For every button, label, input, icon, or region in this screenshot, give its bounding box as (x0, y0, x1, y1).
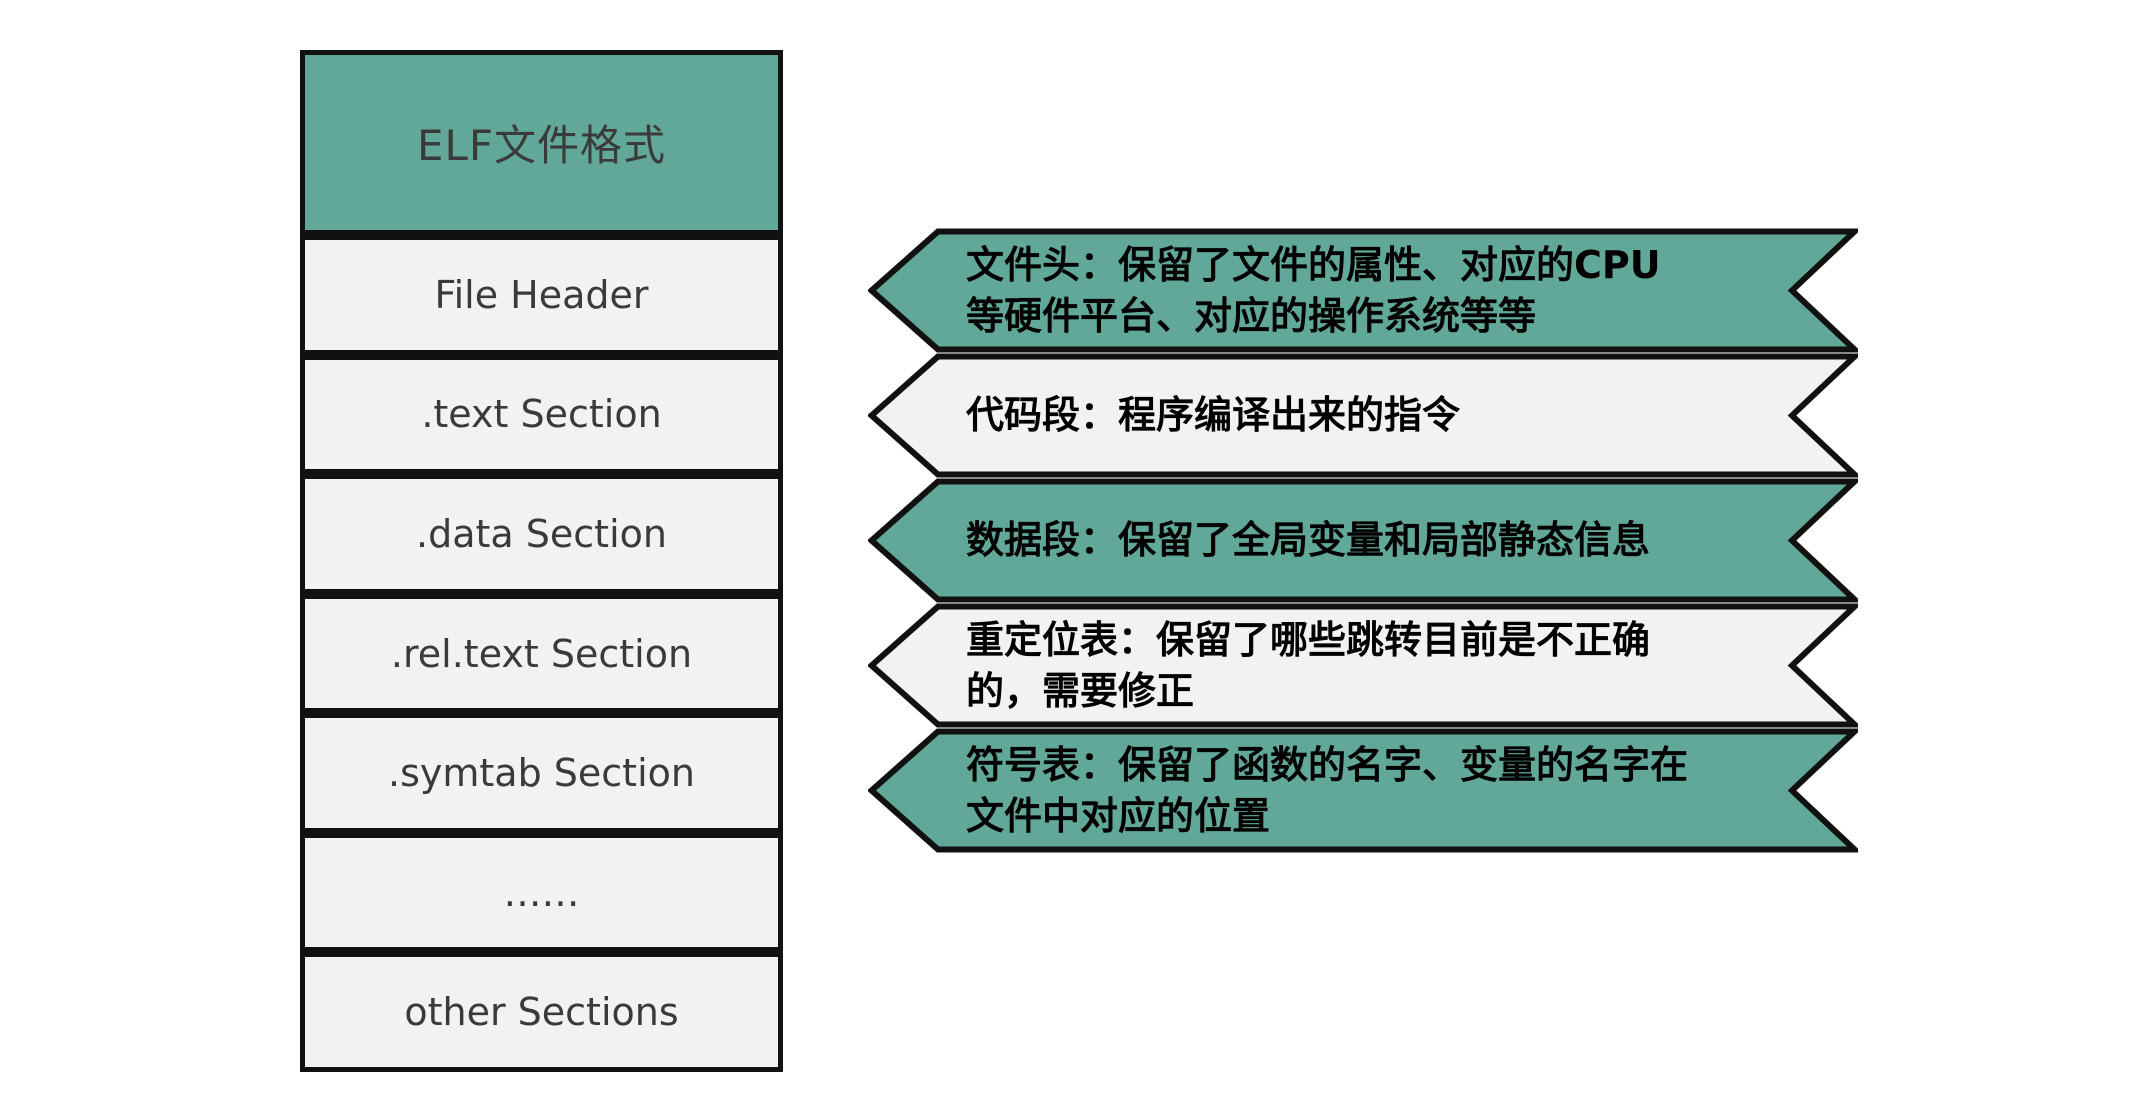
stack-row-label: .symtab Section (388, 751, 695, 796)
callout-banner-3: 重定位表：保留了哪些跳转目前是不正确的，需要修正 (868, 603, 1858, 728)
stack-row-3: .rel.text Section (300, 593, 783, 714)
callout-banner-0: 文件头：保留了文件的属性、对应的CPU 等硬件平台、对应的操作系统等等 (868, 228, 1858, 353)
banner-column: 文件头：保留了文件的属性、对应的CPU 等硬件平台、对应的操作系统等等代码段：程序… (868, 228, 1858, 853)
banner-line: 数据段：保留了全局变量和局部静态信息 (966, 518, 1651, 563)
stack-row-4: .symtab Section (300, 713, 783, 833)
banner-line: 的，需要修正 (966, 668, 1195, 713)
callout-banner-1: 代码段：程序编译出来的指令 (868, 353, 1858, 478)
stack-header-label: ELF文件格式 (416, 121, 667, 170)
stack-row-label: …… (503, 870, 580, 915)
banner-line: 文件中对应的位置 (966, 793, 1271, 838)
banner-line: 等硬件平台、对应的操作系统等等 (966, 293, 1537, 338)
banner-ribbon-shape (868, 228, 1858, 353)
stack-row-label: .rel.text Section (390, 631, 693, 676)
stack-row-label: .data Section (416, 511, 667, 556)
stack-row-label: File Header (434, 272, 649, 317)
banner-text: 文件头：保留了文件的属性、对应的CPU 等硬件平台、对应的操作系统等等 (868, 228, 1858, 353)
stack-row-2: .data Section (300, 474, 783, 594)
stack-row-0: File Header (300, 235, 783, 355)
banner-text: 重定位表：保留了哪些跳转目前是不正确的，需要修正 (868, 603, 1858, 728)
stack-row-6: other Sections (300, 952, 783, 1073)
stack-row-label: other Sections (404, 990, 679, 1035)
banner-line: 重定位表：保留了哪些跳转目前是不正确 (966, 618, 1651, 663)
banner-text: 数据段：保留了全局变量和局部静态信息 (868, 478, 1858, 603)
banner-line: 文件头：保留了文件的属性、对应的CPU (966, 243, 1661, 288)
elf-stack: ELF文件格式 File Header .text Section .data Se… (300, 50, 783, 1073)
stack-row-label: .text Section (421, 392, 662, 437)
banner-text: 代码段：程序编译出来的指令 (868, 353, 1858, 478)
banner-text: 符号表：保留了函数的名字、变量的名字在文件中对应的位置 (868, 728, 1858, 853)
banner-ribbon-shape (868, 728, 1858, 853)
stack-header: ELF文件格式 (300, 50, 783, 235)
callout-banner-2: 数据段：保留了全局变量和局部静态信息 (868, 478, 1858, 603)
banner-line: 符号表：保留了函数的名字、变量的名字在 (966, 743, 1689, 788)
callout-banner-4: 符号表：保留了函数的名字、变量的名字在文件中对应的位置 (868, 728, 1858, 853)
stack-row-1: .text Section (300, 354, 783, 475)
banner-ribbon-shape (868, 478, 1858, 603)
stack-row-5: …… (300, 832, 783, 953)
banner-ribbon-shape (868, 603, 1858, 728)
banner-line: 代码段：程序编译出来的指令 (966, 393, 1461, 438)
banner-ribbon-shape (868, 353, 1858, 478)
